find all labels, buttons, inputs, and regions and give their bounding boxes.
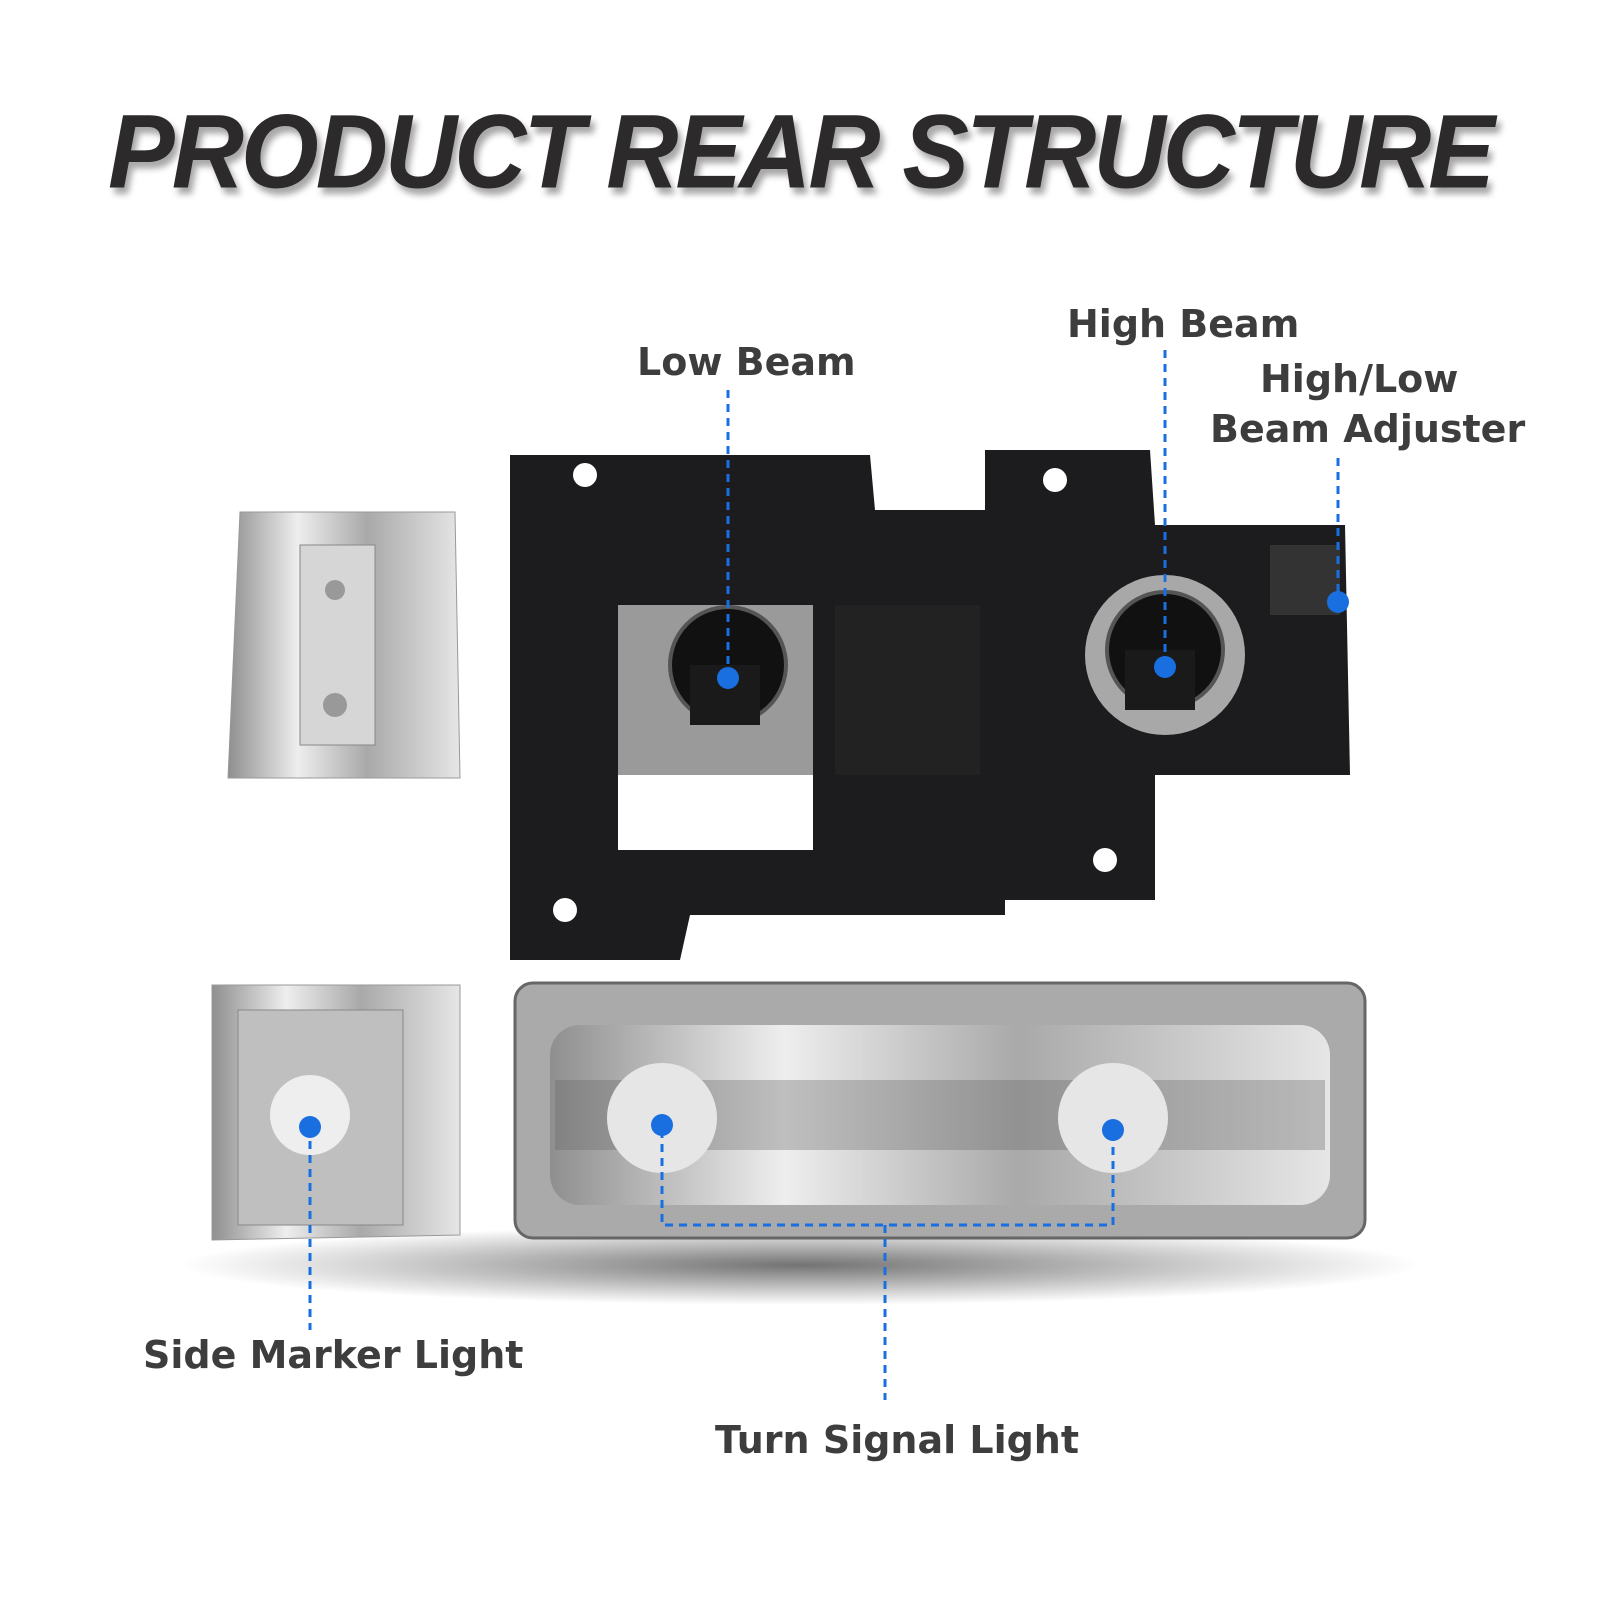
page-title: PRODUCT REAR STRUCTURE <box>108 93 1495 211</box>
floor-shadow <box>180 1225 1420 1305</box>
adjuster-label-line1: High/Low <box>1260 357 1459 401</box>
adjuster-label-line2: Beam Adjuster <box>1210 407 1526 451</box>
turn-signal-label: Turn Signal Light <box>715 1418 1080 1462</box>
turn-signal-assembly <box>513 981 1367 1240</box>
callout-lines <box>308 350 1340 1400</box>
headlight-housing <box>510 450 1350 960</box>
callout-dots <box>299 591 1349 1141</box>
high-beam-label: High Beam <box>1067 302 1300 346</box>
upper-side-marker <box>227 511 461 779</box>
side-marker-label: Side Marker Light <box>143 1333 524 1377</box>
low-beam-label: Low Beam <box>637 340 856 384</box>
lower-side-marker <box>211 984 461 1241</box>
